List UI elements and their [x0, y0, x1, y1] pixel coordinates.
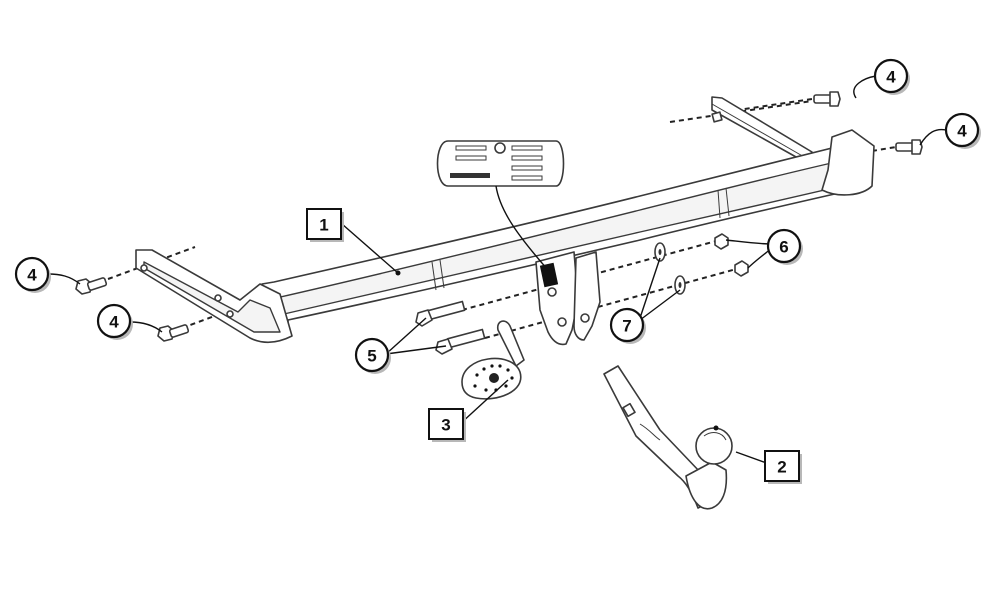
callout-circle: [944, 112, 980, 148]
assembly-line-right: [871, 146, 897, 152]
callout-tow-ball-neck-2: 2: [764, 450, 802, 484]
assembly-line-top-right: [717, 98, 813, 114]
central-mount-plate: [535, 251, 601, 346]
right-side-bracket: [711, 96, 813, 163]
callout-circle: [354, 337, 390, 373]
callout-label: 3: [441, 416, 450, 435]
callout-washer-7: 7: [609, 307, 646, 344]
callout-label: 6: [779, 238, 788, 257]
washer-lower: [674, 275, 686, 295]
callout-circle: [766, 228, 802, 264]
bolt-top-right-1: [813, 91, 841, 107]
callout-box: [428, 408, 464, 440]
callout-label: 2: [777, 458, 786, 477]
bolt-left-upper: [75, 277, 108, 295]
callout-nut-6: 6: [766, 228, 803, 265]
bolt-top-right-2: [895, 139, 923, 155]
tow-ball-neck: [603, 365, 733, 510]
callout-label: 4: [27, 266, 37, 285]
callout-box: [764, 450, 800, 482]
callout-bolt-4: 4: [944, 112, 981, 149]
callout-label: 5: [367, 347, 376, 366]
callout-bolt-4: 4: [96, 303, 133, 340]
nut-lower: [734, 260, 749, 277]
assembly-line-top-left: [669, 100, 813, 123]
callout-socket-bracket-3: 3: [428, 408, 466, 442]
bolt-left-lower: [157, 324, 190, 342]
callout-label: 4: [886, 68, 896, 87]
callout-box: [306, 208, 342, 240]
callout-crossbar-1: 1: [306, 208, 344, 242]
callout-label: 7: [622, 317, 631, 336]
callout-bolt-4: 4: [14, 256, 51, 293]
callout-label: 1: [319, 216, 328, 235]
identification-plate: [436, 140, 565, 187]
plate-slot: [539, 262, 559, 288]
callout-label: 4: [109, 313, 119, 332]
callout-circle: [609, 307, 645, 343]
callout-bolt-4: 4: [873, 58, 910, 95]
bolt-lower: [435, 328, 486, 355]
washer-upper: [654, 242, 666, 262]
callout-circle: [96, 303, 132, 339]
leader-lines: [47, 75, 947, 466]
assembly-line-bolt-lower: [484, 267, 741, 339]
callout-circle: [873, 58, 909, 94]
socket-bracket: [461, 320, 525, 400]
nut-upper: [714, 233, 729, 250]
callout-bolt-5: 5: [354, 337, 391, 374]
bolt-upper: [415, 300, 466, 327]
callout-label: 4: [957, 122, 967, 141]
left-side-bracket: [135, 249, 293, 344]
crossbar: [261, 129, 875, 327]
callout-circle: [14, 256, 50, 292]
callouts: 1 2 3 4 4 4 4 5 6 7: [14, 58, 981, 484]
